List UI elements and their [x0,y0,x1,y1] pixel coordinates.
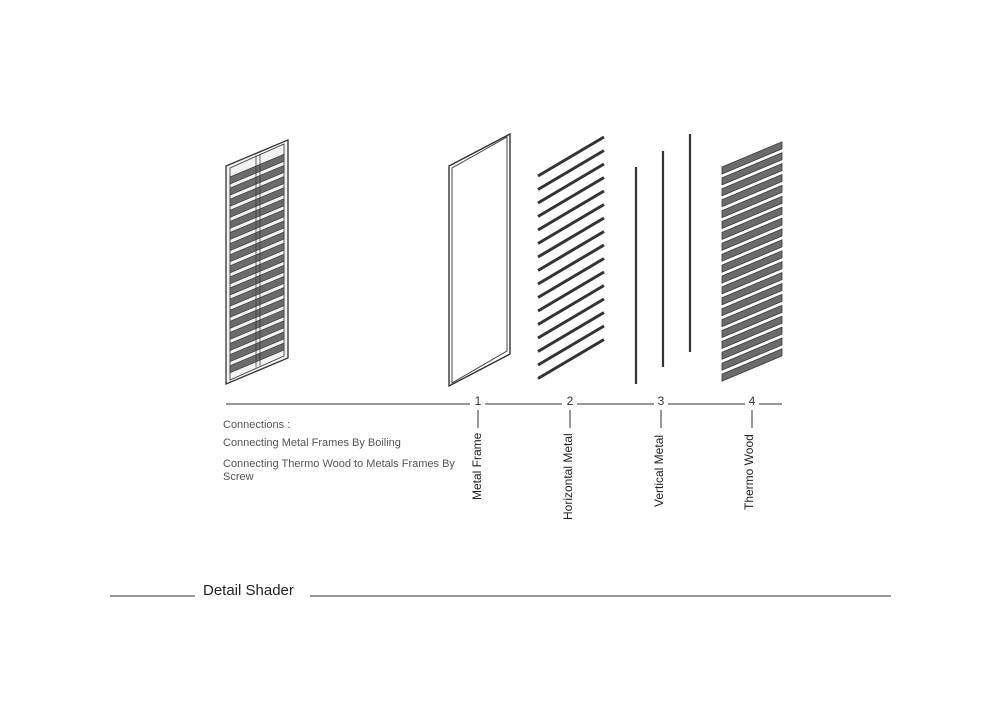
assembled-slat [229,286,285,318]
component-label-metal-frame: Metal Frame [470,432,484,500]
thermo-wood-slat [721,250,783,284]
metal-frame-drawing [448,132,511,388]
thermo-wood-slat [721,152,783,186]
component-label-vertical-metal: Vertical Metal [652,434,666,507]
metal-frame-outer [448,132,511,388]
assembled-slat [229,220,285,252]
connection-note-2: Connecting Thermo Wood to Metals Frames … [223,458,455,483]
thermo-wood-slat [721,184,783,219]
caption-title: Detail Shader [203,582,294,599]
horizontal-metal-bar [537,324,605,367]
thermo-wood-slat [721,239,783,273]
assembled-slat [229,320,285,352]
thermo-wood-slat [721,261,783,295]
assembled-slat [229,253,285,285]
component-label-horizontal-metal: Horizontal Metal [561,433,575,520]
horizontal-metal-bar [537,297,605,340]
thermo-wood-slat [721,348,783,382]
assembled-slat [229,331,285,363]
horizontal-metal-bar [537,270,605,313]
thermo-wood-slat [721,293,783,328]
thermo-wood-slat [721,282,783,317]
horizontal-metal-bar [537,257,605,299]
assembled-slat [229,309,285,340]
component-number-2: 2 [566,394,574,408]
component-number-4: 4 [748,394,756,408]
horizontal-metal-bar [537,216,605,259]
horizontal-metal-bar [537,176,605,218]
horizontal-metal-bar [537,203,605,245]
assembled-frame-inner [229,143,285,381]
horizontal-metal-bar [537,189,605,232]
thermo-wood-slat [721,315,783,350]
thermo-wood-slat [721,195,783,230]
thermo-wood-slat [721,162,783,197]
assembled-slat [229,242,285,274]
horizontal-metal-bar [537,162,605,205]
horizontal-metal-bar [537,338,605,380]
connection-note-1: Connecting Metal Frames By Boiling [223,437,401,449]
metal-frame-inner [451,136,508,384]
component-number-3: 3 [657,394,665,408]
component-number-1: 1 [474,394,482,408]
assembled-shader [225,138,289,385]
thermo-wood-drawing [721,141,783,382]
thermo-wood-slat [721,271,783,306]
thermo-wood-slat [721,228,783,262]
thermo-wood-slat [721,217,783,251]
assembled-slat [229,164,285,196]
horizontal-metal-bar [537,311,605,353]
assembled-slat [229,187,285,218]
thermo-wood-slat [721,206,783,241]
assembled-slat [229,298,285,329]
horizontal-metal-bar [537,149,605,191]
vertical-metal-drawing [634,134,692,384]
horizontal-metal-bar [537,284,605,326]
component-index-line [226,403,782,428]
connections-notes: Connections : Connecting Metal Frames By… [223,419,473,492]
thermo-wood-slat [721,304,783,339]
thermo-wood-slat [721,337,783,371]
thermo-wood-slat [721,326,783,360]
thermo-wood-slat [721,141,783,175]
assembled-slat [229,153,285,185]
assembled-slat [229,198,285,229]
thermo-wood-slat [721,173,783,208]
horizontal-metal-drawing [537,135,605,380]
assembled-slat [229,175,285,207]
connections-title: Connections : [223,419,291,431]
component-label-thermo-wood: Thermo Wood [742,434,756,510]
assembled-slat [229,209,285,241]
horizontal-metal-bar [537,135,605,178]
horizontal-metal-bar [537,230,605,272]
assembled-slat [229,264,285,296]
assembled-slat [229,342,285,374]
assembled-slat [229,275,285,307]
horizontal-metal-bar [537,243,605,286]
assembled-slat [229,231,285,263]
